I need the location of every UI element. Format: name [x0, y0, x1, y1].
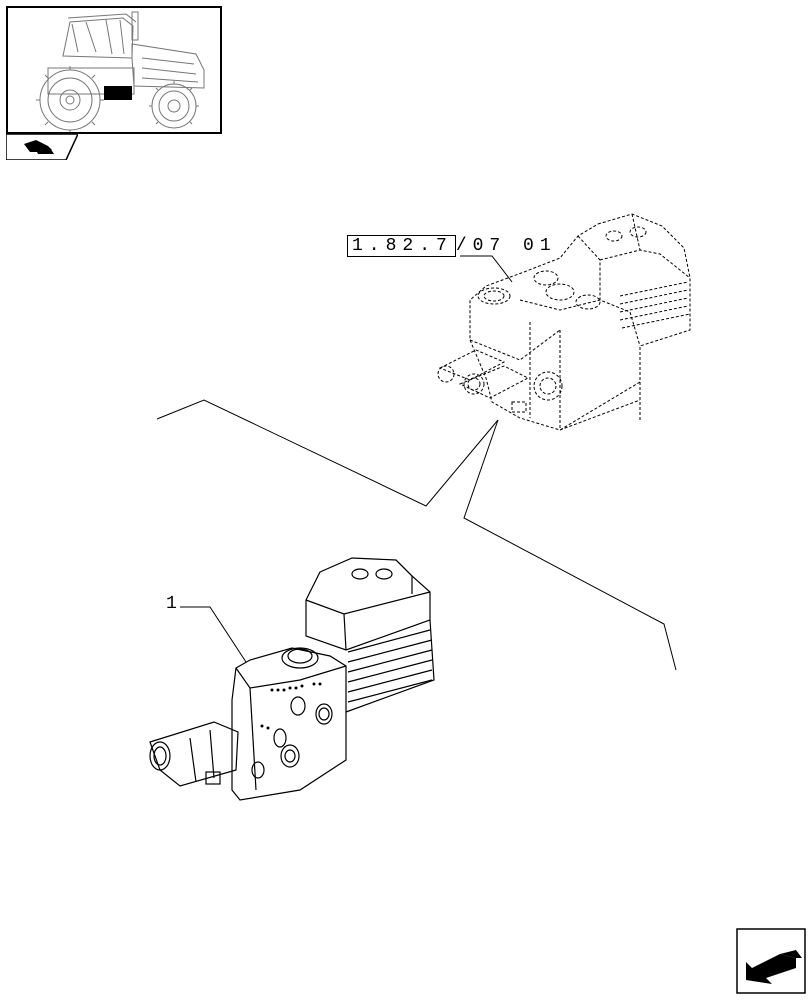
next-page-button[interactable] — [736, 928, 806, 994]
tractor-thumbnail — [6, 6, 222, 134]
reference-code[interactable]: 1.82.7/07 01 — [347, 235, 557, 257]
assembly-line-right — [463, 419, 677, 671]
reference-code-rest: /07 01 — [455, 236, 557, 256]
valve-section-part-1 — [149, 557, 435, 801]
valve-dots — [260, 682, 322, 730]
reference-code-boxed: 1.82.7 — [347, 235, 456, 257]
assembly-line-left — [156, 399, 499, 507]
callout-number: 1 — [166, 594, 177, 614]
reference-valve-assembly — [437, 213, 691, 431]
hand-manual-icon — [6, 134, 78, 160]
next-page-arrow-icon — [736, 928, 806, 994]
reference-leader — [460, 255, 513, 283]
manual-tab[interactable] — [6, 134, 78, 160]
location-marker — [104, 86, 132, 100]
callout-leader — [180, 606, 247, 663]
tractor-icon — [36, 11, 205, 132]
